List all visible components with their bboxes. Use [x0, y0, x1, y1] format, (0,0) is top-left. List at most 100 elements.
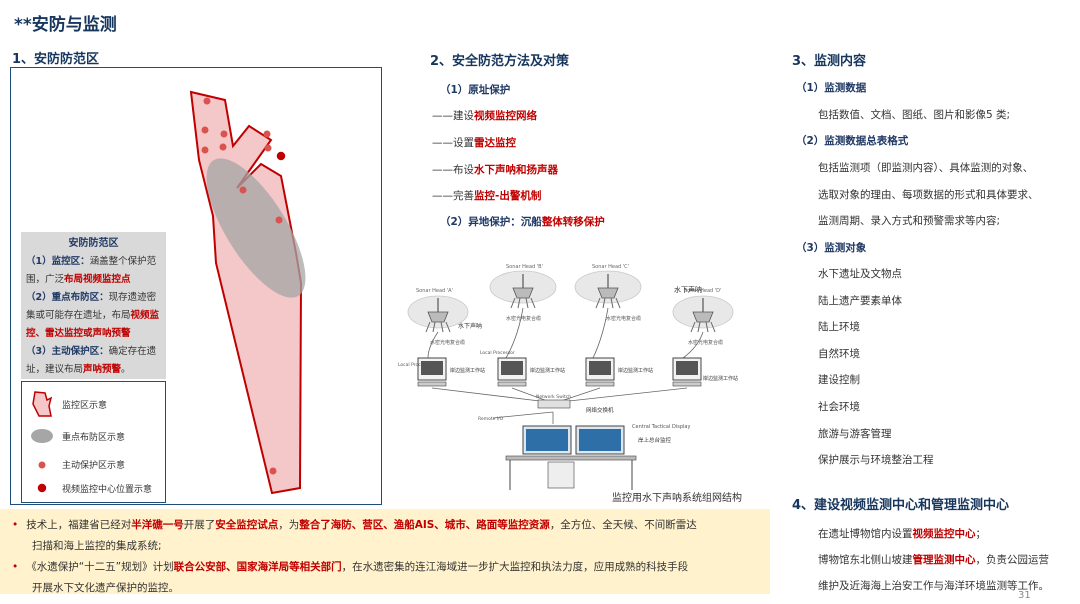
- active-protection-points: [201, 97, 283, 475]
- note-highlight: 安全监控试点: [215, 519, 279, 531]
- video-center-marker: [275, 150, 287, 162]
- monitor-object: 保护展示与环境整治工程: [818, 454, 934, 466]
- note-text: ，为: [278, 519, 300, 531]
- display-label: Central Tactical Display: [632, 424, 690, 430]
- sonar-network-diagram: Sonar Head 'A' Sonar Head 'B' Sonar Head…: [398, 264, 738, 490]
- monitor-text-2c: 监测周期、录入方式和预警需求等内容;: [818, 215, 1001, 227]
- note-highlight: 半洋礁一号: [131, 519, 184, 531]
- key-zone-shape: [206, 158, 306, 298]
- line-highlight: 视频监控中心: [912, 528, 976, 540]
- monitor-object: 自然环境: [818, 348, 860, 360]
- video-center-icon: [36, 482, 48, 494]
- line-prefix: ——布设: [432, 164, 474, 176]
- line-highlight: 水下声呐和扬声器: [474, 164, 558, 176]
- cable-label-b: 水密光电复合缆: [506, 315, 541, 322]
- line-end: ，负责公园运营: [975, 554, 1050, 566]
- monitor-object: 旅游与游客管理: [818, 428, 892, 440]
- note-text: ，全方位、全天候、不间断雷达: [549, 519, 697, 531]
- line-highlight: 雷达监控: [474, 137, 516, 149]
- monitor-text-2b: 选取对象的理由、每项数据的形式和具体要求、: [818, 189, 1039, 201]
- monitor-text-2a: 包括监测项（即监测内容）、具体监测的对象、: [818, 162, 1034, 174]
- line-end: ；: [975, 528, 987, 540]
- p3-end: 。: [121, 364, 131, 375]
- line-prefix: ——设置: [432, 137, 474, 149]
- protection-zone-map: [189, 90, 306, 495]
- monitor-object: 陆上环境: [818, 321, 860, 333]
- legend-row: 视频监控中心位置示意: [22, 481, 152, 495]
- cable-label-d: 水密光电复合缆: [688, 339, 723, 346]
- legend-label: 视频监控中心位置示意: [62, 484, 153, 495]
- page-number: 31: [1018, 590, 1031, 601]
- monitor-object: 陆上遗产要素单体: [818, 295, 902, 307]
- monitor-object: 水下遗址及文物点: [818, 268, 902, 280]
- method-sub-1: （1）原址保护: [440, 84, 511, 96]
- sonar-head-c-label: Sonar Head 'C': [592, 264, 629, 270]
- line-highlight: 视频监控网络: [474, 110, 537, 122]
- legend-label: 监控区示意: [62, 400, 108, 411]
- central-label: 岸上总台监控: [638, 436, 672, 444]
- p1-highlight: 布局视频监控点: [64, 274, 131, 285]
- line-prefix: 博物馆东北侧山坡建: [818, 554, 913, 566]
- sonar-label-left: 水下声呐: [458, 322, 482, 330]
- note-text: 技术上，福建省已经对: [26, 519, 132, 531]
- network-switch: [537, 399, 571, 409]
- legend-row: 主动保护区示意: [22, 458, 125, 471]
- cable-label-c: 水密光电复合缆: [606, 315, 641, 322]
- legend-row: 监控区示意: [22, 390, 107, 418]
- method-sub-2: （2）异地保护：沉船整体转移保护: [440, 214, 605, 229]
- zone-description-panel: 安防防范区 （1）监控区：涵盖整个保护范围，广泛布局视频监控点 （2）重点布防区…: [21, 232, 166, 379]
- map-frame: [10, 67, 382, 505]
- center-line-2: 博物馆东北侧山坡建管理监测中心，负责公园运营: [818, 552, 1049, 567]
- p1-text: 涵盖整个保护范围，广泛: [26, 256, 157, 285]
- diagram-caption: 监控用水下声呐系统组网结构: [612, 493, 742, 504]
- line-prefix: ——完善: [432, 190, 474, 202]
- section2-heading: 2、安全防范方法及对策: [430, 54, 570, 69]
- legend-row: 重点布防区示意: [22, 428, 125, 444]
- note-highlight: 联合公安部、国家海洋局等相关部门: [173, 561, 342, 573]
- monitor-object: 社会环境: [818, 401, 860, 413]
- panel-paragraph-3: （3）主动保护区：确定存在遗址，建议布局声呐预警。: [26, 343, 161, 379]
- center-line-3: 维护及近海海上治安工作与海洋环境监测等工作。: [818, 580, 1049, 592]
- method-line-1: ——建设视频监控网络: [432, 108, 537, 123]
- note-1: •技术上，福建省已经对半洋礁一号开展了安全监控试点，为整合了海防、营区、渔船AI…: [12, 515, 762, 557]
- station-label-c: 岸边监测工作站: [618, 367, 653, 374]
- monitor-sub-2: （2）监测数据总表格式: [796, 135, 909, 147]
- panel-paragraph-2: （2）重点布防区：现存遗迹密集或可能存在遗址，布局视频监控、雷达监控或声呐预警: [26, 289, 161, 343]
- monitor-text-1: 包括数值、文档、图纸、图片和影像5 类;: [818, 109, 1011, 121]
- bottom-notes: •技术上，福建省已经对半洋礁一号开展了安全监控试点，为整合了海防、营区、渔船AI…: [0, 509, 770, 594]
- method-line-2: ——设置雷达监控: [432, 135, 516, 150]
- bullet-icon: •: [12, 519, 19, 531]
- active-point-icon: [38, 461, 46, 468]
- monitor-zone-icon: [32, 391, 53, 417]
- station-label-a: 岸边监测工作站: [450, 367, 485, 374]
- method-line-4: ——完善监控-出警机制: [432, 188, 541, 203]
- bullet-icon: •: [12, 561, 19, 573]
- station-label-b: 岸边监测工作站: [530, 367, 565, 374]
- page-title: **安防与监测: [14, 15, 117, 35]
- processor-label-a: Local Processor: [398, 362, 433, 368]
- map-legend: 监控区示意 重点布防区示意 主动保护区示意 视频监控中心位置示意: [21, 381, 166, 503]
- key-zone-icon: [31, 429, 53, 443]
- legend-label: 重点布防区示意: [62, 432, 126, 443]
- panel-title: 安防防范区: [68, 238, 119, 249]
- sonar-label-right: 水下声呐: [674, 285, 702, 294]
- monitor-sub-3: （3）监测对象: [796, 242, 867, 254]
- processor-label-b: Local Processor: [480, 350, 515, 356]
- panel-paragraph-1: （1）监控区：涵盖整个保护范围，广泛布局视频监控点: [26, 253, 161, 289]
- note-highlight: 整合了海防、营区、渔船AIS、城市、路面等监控资源: [299, 519, 550, 531]
- section1-heading: 1、安防防范区: [12, 52, 100, 67]
- p3-label: （3）主动保护区：: [26, 346, 109, 357]
- line-highlight: 管理监测中心: [912, 554, 976, 566]
- p1-label: （1）监控区：: [26, 256, 90, 267]
- station-label-d: 岸边监测工作站: [703, 375, 738, 382]
- hub-label: 网络交换机: [586, 406, 614, 414]
- sonar-head-b-label: Sonar Head 'B': [506, 264, 543, 270]
- p3-highlight: 声呐预警: [83, 364, 122, 375]
- line-highlight: 监控-出警机制: [474, 190, 542, 202]
- remote-io-label: Remote I/O: [478, 416, 504, 422]
- p2-highlight: 视频监控、雷达监控或声呐预警: [26, 310, 160, 339]
- switch-label: Network Switch: [536, 394, 571, 400]
- note-text: ，在水遗密集的连江海域进一步扩大监控和执法力度，应用成熟的科技手段: [341, 561, 689, 573]
- cable-label-a: 水密光电复合缆: [430, 339, 465, 346]
- sonar-head-a-label: Sonar Head 'A': [416, 288, 453, 294]
